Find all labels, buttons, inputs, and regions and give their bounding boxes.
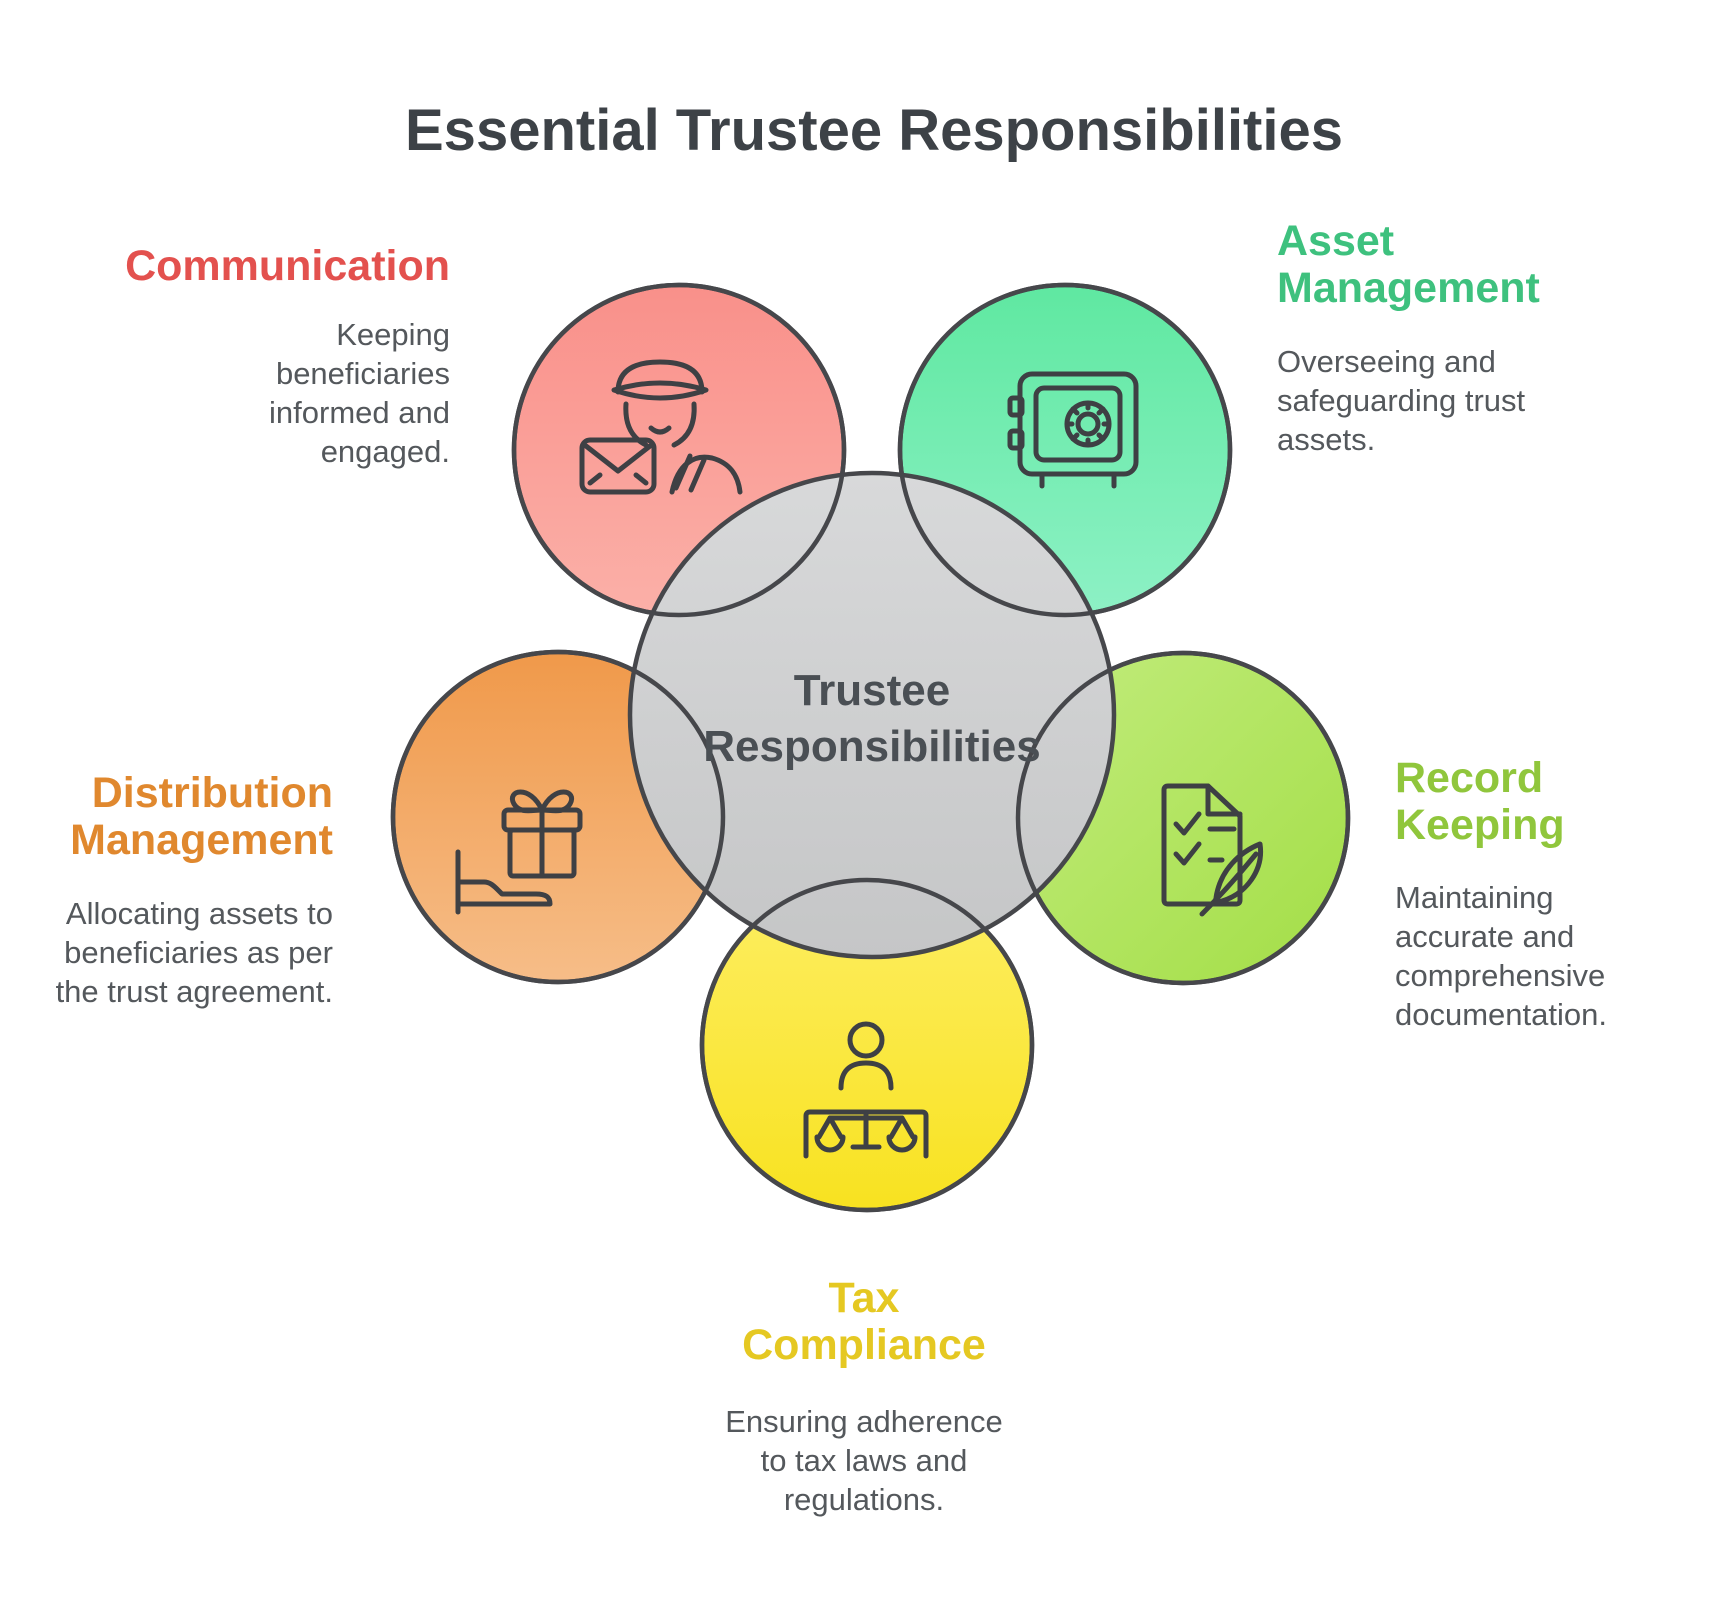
tax-compliance-body-line: regulations. — [784, 1482, 944, 1517]
asset-management-body-line: safeguarding trust — [1277, 383, 1526, 418]
distribution-management-body-line: the trust agreement. — [56, 974, 333, 1009]
record-keeping-body-line: documentation. — [1395, 997, 1607, 1032]
distribution-management-heading-line1: Distribution — [92, 769, 333, 817]
asset-management-heading-line1: Asset — [1277, 217, 1394, 265]
communication-body-line: beneficiaries — [276, 356, 450, 391]
overlap-outlines — [390, 282, 1351, 1213]
tax-compliance-body-line: to tax laws and — [761, 1443, 968, 1478]
communication-body-line: engaged. — [321, 434, 450, 469]
center-label-line2: Responsibilities — [703, 722, 1040, 771]
communication-body-line: informed and — [269, 395, 450, 430]
document-feather-icon — [1161, 783, 1264, 917]
tax-compliance-body-line: Ensuring adherence — [725, 1404, 1002, 1439]
tax-compliance-heading-line2: Compliance — [742, 1321, 986, 1369]
asset-management-body-line: Overseeing and — [1277, 344, 1496, 379]
page-title: Essential Trustee Responsibilities — [405, 98, 1343, 163]
communication-heading: Communication — [125, 242, 450, 290]
asset-management-heading-line2: Management — [1277, 264, 1540, 312]
asset-management-label-block: Asset Management Overseeing and safeguar… — [1277, 217, 1540, 457]
distribution-management-body-line: beneficiaries as per — [64, 935, 333, 970]
communication-body-line: Keeping — [336, 317, 450, 352]
safe-icon — [1007, 371, 1139, 489]
mail-carrier-icon — [579, 359, 743, 495]
tax-compliance-heading-line1: Tax — [829, 1274, 900, 1322]
record-keeping-heading-line1: Record — [1395, 754, 1543, 802]
distribution-management-heading-line2: Management — [70, 816, 333, 864]
record-keeping-body-line: Maintaining — [1395, 880, 1554, 915]
record-keeping-body-line: accurate and — [1395, 919, 1574, 954]
distribution-management-body-line: Allocating assets to — [66, 896, 333, 931]
distribution-management-label-block: Distribution Management Allocating asset… — [56, 769, 333, 1009]
tax-compliance-label-block: Tax Compliance Ensuring adherence to tax… — [725, 1274, 1002, 1517]
center-label: Trustee Responsibilities — [703, 666, 1040, 771]
record-keeping-label-block: Record Keeping Maintaining accurate and … — [1395, 754, 1607, 1032]
gift-hand-icon — [455, 789, 583, 915]
justice-scales-icon — [803, 1021, 929, 1159]
record-keeping-heading-line2: Keeping — [1395, 801, 1565, 849]
communication-label-block: Communication Keeping beneficiaries info… — [125, 242, 450, 469]
record-keeping-body-line: comprehensive — [1395, 958, 1605, 993]
asset-management-body-line: assets. — [1277, 422, 1375, 457]
center-circle — [627, 470, 1117, 960]
center-label-line1: Trustee — [794, 666, 951, 715]
